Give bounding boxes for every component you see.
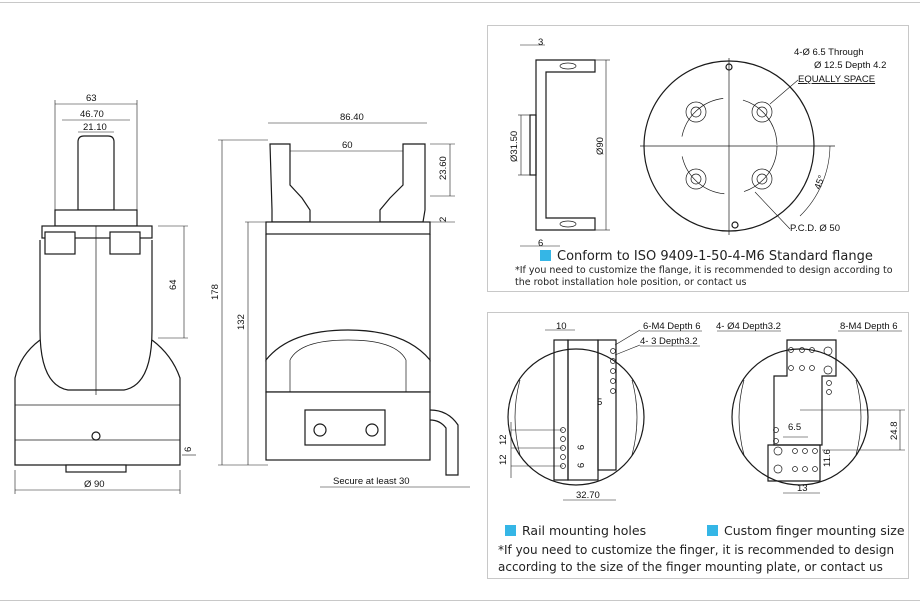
finger-note: *If you need to customize the finger, it… — [498, 543, 895, 574]
flange-face-drawing: 4-Ø 6.5 Through Ø 12.5 Depth 4.2 EQUALLY… — [640, 47, 886, 235]
dim-12a: 12 — [498, 434, 509, 445]
dim-d90: Ø 90 — [84, 479, 105, 490]
dim-5: 5 — [597, 397, 602, 408]
dim-64: 64 — [168, 279, 179, 290]
spec-8-m4: 8-M4 Depth 6 — [840, 321, 898, 332]
dim-60: 60 — [342, 140, 353, 151]
dim-63: 63 — [86, 93, 97, 104]
legend-custom-text: Custom finger mounting size — [724, 523, 905, 538]
dim-3: 3 — [538, 37, 543, 48]
dim-d31-50: Ø31.50 — [509, 131, 520, 162]
dim-d90: Ø90 — [595, 137, 606, 155]
legend-square-icon — [707, 525, 718, 536]
spec-6-m4: 6-M4 Depth 6 — [643, 321, 701, 332]
dim-132: 132 — [236, 314, 247, 330]
dim-24-8: 24.8 — [889, 422, 900, 441]
spec-4-3: 4- 3 Depth3.2 — [640, 336, 698, 347]
side-view-drawing: 86.40 60 23.60 2 178 132 Secure at least… — [210, 112, 470, 488]
legend-square-icon — [505, 525, 516, 536]
dim-6b: 6 — [576, 463, 587, 468]
hole-spec-3: EQUALLY SPACE — [798, 74, 875, 85]
dim-21-10: 21.10 — [83, 122, 107, 133]
front-view-drawing: 63 46.70 21.10 64 6 Ø 90 — [14, 93, 196, 494]
finger-rail-drawing: 10 6-M4 Depth 6 4- 3 Depth3.2 5 12 12 6 … — [498, 321, 702, 501]
legend-rail: Rail mounting holes — [505, 523, 646, 538]
dim-10: 10 — [556, 321, 567, 332]
dim-23-60: 23.60 — [438, 156, 449, 180]
dim-6a: 6 — [576, 445, 587, 450]
dim-12b: 12 — [498, 454, 509, 465]
flange-title: Conform to ISO 9409-1-50-4-M6 Standard f… — [540, 249, 873, 264]
dim-6: 6 — [538, 238, 543, 249]
top-divider — [0, 2, 920, 3]
legend-square-icon — [540, 250, 551, 261]
secure-label: Secure at least 30 — [333, 476, 410, 487]
angle-label: 45° — [812, 174, 827, 191]
hole-spec-1: 4-Ø 6.5 Through — [794, 47, 864, 58]
dim-6-5: 6.5 — [788, 422, 801, 433]
flange-panel — [487, 25, 909, 292]
dim-6: 6 — [183, 447, 194, 452]
dim-32-70: 32.70 — [576, 490, 600, 501]
spec-4-d4: 4- Ø4 Depth3.2 — [716, 321, 781, 332]
finger-custom-drawing: 4- Ø4 Depth3.2 8-M4 Depth 6 6.5 24.8 11.… — [716, 321, 905, 494]
flange-note: *If you need to customize the flange, it… — [515, 265, 893, 288]
flange-title-text: Conform to ISO 9409-1-50-4-M6 Standard f… — [557, 249, 873, 264]
dim-2: 2 — [438, 217, 449, 222]
legend-custom: Custom finger mounting size — [707, 523, 905, 538]
bottom-divider — [0, 600, 920, 601]
dim-13: 13 — [797, 483, 808, 494]
hole-spec-2: Ø 12.5 Depth 4.2 — [814, 60, 886, 71]
flange-side-drawing: 3 Ø31.50 Ø90 6 — [509, 37, 610, 249]
finger-panel — [487, 312, 909, 579]
legend-rail-text: Rail mounting holes — [522, 523, 647, 538]
dim-178: 178 — [210, 284, 221, 300]
dim-46-70: 46.70 — [80, 109, 104, 120]
dim-11-6: 11.6 — [822, 449, 833, 467]
dim-86-40: 86.40 — [340, 112, 364, 123]
pcd-label: P.C.D. Ø 50 — [790, 223, 840, 234]
